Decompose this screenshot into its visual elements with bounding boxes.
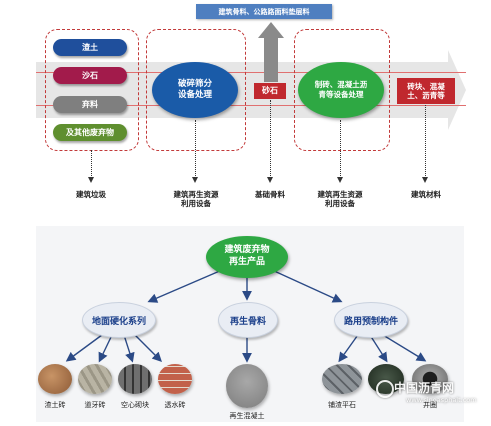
caption-base-aggregate: 基础骨料 xyxy=(255,190,285,199)
brick-concrete-ellipse: 制砖、混凝土沥 青等设备处理 xyxy=(298,62,384,118)
guide-line-top xyxy=(36,72,466,73)
top-banner: 建筑骨料、公路路面料垫层料 xyxy=(196,4,332,19)
dotted-arrow-4 xyxy=(337,177,343,183)
flow-band-arrowhead xyxy=(448,50,466,130)
label-curb-brick: 道牙砖 xyxy=(84,401,106,409)
up-arrow-head xyxy=(258,22,284,38)
watermark-url: www.sinoasphalt.com xyxy=(406,396,477,404)
caption-recycling-equipment-2: 建筑再生资源 利用设备 xyxy=(317,190,363,209)
crushing-equipment-box xyxy=(146,29,246,151)
dotted-arrow-1 xyxy=(88,177,94,183)
watermark: 中国沥青网 www.sinoasphalt.com xyxy=(376,378,488,408)
processing-equipment-box xyxy=(294,29,390,151)
dotted-arrow-3 xyxy=(267,177,273,183)
recycled-concrete-photo xyxy=(226,364,268,408)
caption-recycling-equipment-1: 建筑再生资源 利用设备 xyxy=(173,190,219,209)
crushing-screening-ellipse: 破碎筛分 设备处理 xyxy=(152,62,238,118)
label-recycled-concrete: 再生混凝土 xyxy=(229,412,265,420)
dotted-arrow-2 xyxy=(192,177,198,183)
label-paving-stone: 铺渣平石 xyxy=(328,401,356,409)
recycled-aggregate-bubble: 再生骨料 xyxy=(218,302,278,338)
dotted-arrow-5 xyxy=(422,177,428,183)
caption-construction-waste: 建筑垃圾 xyxy=(76,190,106,199)
curb-brick-photo xyxy=(78,364,112,394)
watermark-logo-icon xyxy=(376,380,394,398)
watermark-title: 中国沥青网 xyxy=(394,381,455,395)
slag-brick-photo xyxy=(38,364,72,394)
caption-building-materials: 建筑材料 xyxy=(411,190,441,199)
dotted-line-5 xyxy=(425,105,426,178)
up-arrow-shaft xyxy=(264,38,278,82)
well-ring-photo xyxy=(412,364,448,394)
pill-other-waste: 及其他废弃物 xyxy=(53,124,127,141)
label-permeable-brick: 透水砖 xyxy=(164,401,186,409)
sand-stone-label: 砂石 xyxy=(254,83,286,99)
dotted-line-2 xyxy=(195,120,196,178)
hollow-block-photo xyxy=(118,364,152,394)
paving-stone-photo xyxy=(322,364,362,394)
brick-concrete-asphalt-label: 砖块、混凝 土、沥青等 xyxy=(397,78,455,104)
dotted-line-3 xyxy=(270,100,271,178)
label-slag-brick: 渣土砖 xyxy=(44,401,66,409)
label-hollow-block: 空心砌块 xyxy=(121,401,149,409)
dotted-line-1 xyxy=(91,150,92,178)
pill-slag-soil: 渣土 xyxy=(53,39,127,56)
recycled-products-ellipse: 建筑废弃物 再生产品 xyxy=(206,236,288,278)
label-well-ring: 井圈 xyxy=(423,401,437,409)
dotted-line-4 xyxy=(340,120,341,178)
guide-line-bottom xyxy=(36,105,466,106)
pill-sand-stone: 沙石 xyxy=(53,67,127,84)
road-precast-bubble: 路用预制构件 xyxy=(334,302,408,338)
ground-hardening-bubble: 地面硬化系列 xyxy=(82,302,156,338)
waste-types-box xyxy=(45,29,139,151)
pill-waste-material: 弃料 xyxy=(53,96,127,113)
permeable-brick-photo xyxy=(158,364,192,394)
